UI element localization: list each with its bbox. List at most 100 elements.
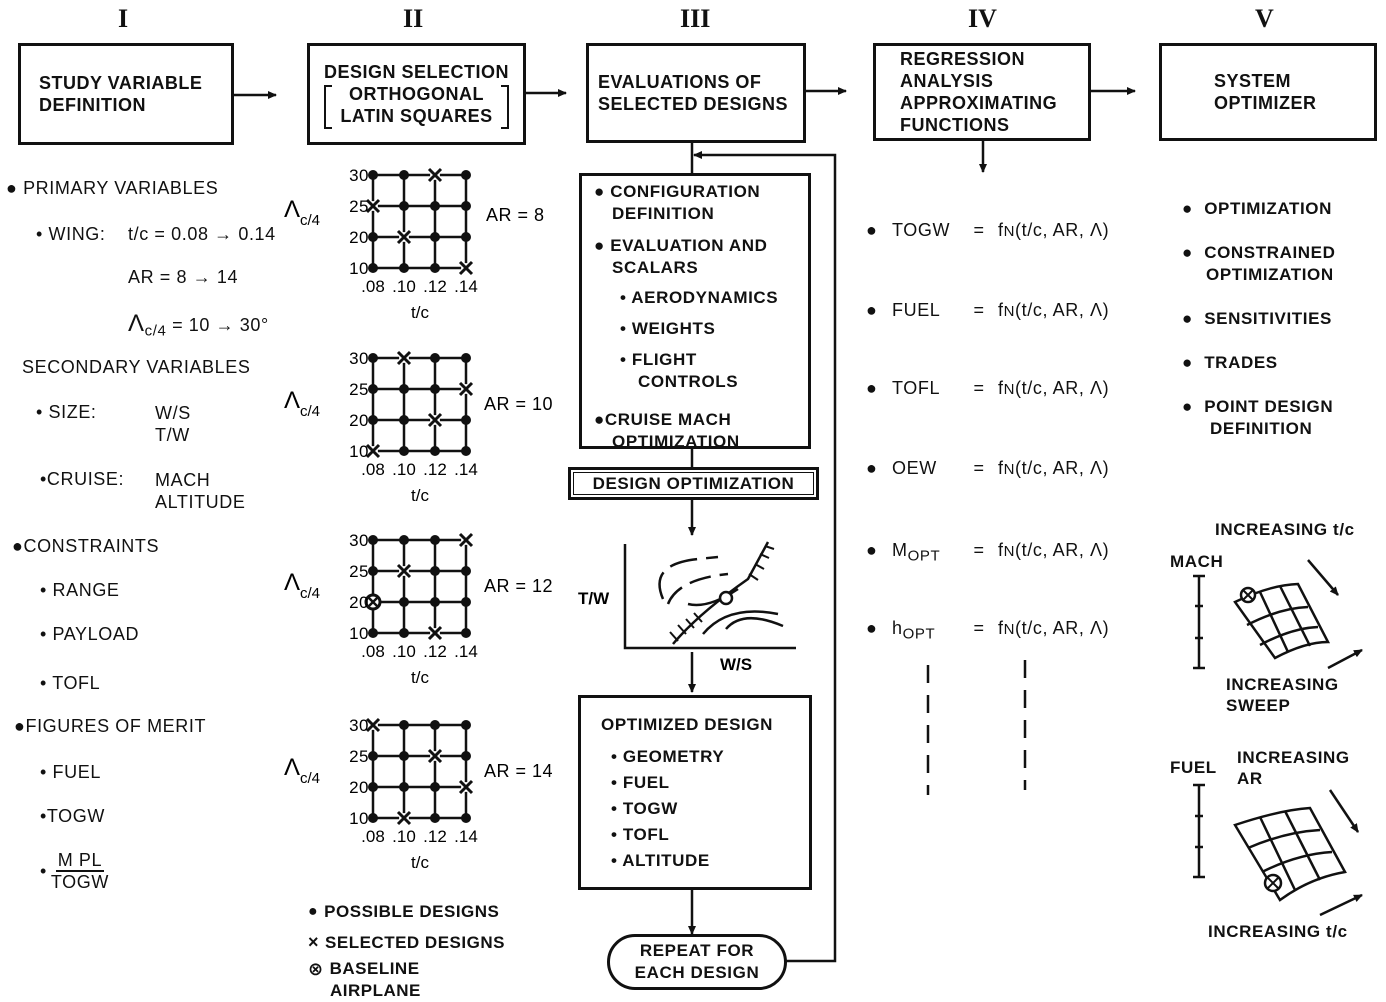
legend-label: SELECTED DESIGNS xyxy=(325,932,505,952)
column-numeral-1: I xyxy=(118,4,129,33)
selected-design-marker xyxy=(427,625,443,641)
label-line: SWEEP xyxy=(1226,696,1291,715)
fraction-numerator: M PL xyxy=(55,850,105,872)
y-axis-subscript: c/4 xyxy=(300,212,320,229)
optimizer-label: SENSITIVITIES xyxy=(1204,309,1332,328)
possible-design-dot xyxy=(430,232,440,242)
function-arguments: (t/c, AR, Λ) xyxy=(1015,300,1110,320)
possible-design-dot xyxy=(399,751,409,761)
possible-design-dot xyxy=(461,353,471,363)
eval-substep-cont: CONTROLS xyxy=(638,372,739,391)
evaluations-box: EVALUATIONS OF SELECTED DESIGNS xyxy=(586,43,806,143)
possible-design-dot xyxy=(461,628,471,638)
optimizer-item: ● POINT DESIGN xyxy=(1182,397,1334,416)
box-title-line: REGRESSION xyxy=(900,49,1026,69)
equals-sign: = xyxy=(973,300,985,320)
function-superscript: N xyxy=(1003,621,1016,638)
cruise-values: MACH ALTITUDE xyxy=(155,469,245,513)
box-title-line: DEFINITION xyxy=(39,95,146,115)
function-symbol: f xyxy=(998,378,1004,398)
fuel-axis-label: FUEL xyxy=(1170,758,1217,777)
optimized-label: TOFL xyxy=(622,825,670,844)
possible-design-dot xyxy=(461,232,471,242)
box-title-line: FUNCTIONS xyxy=(900,115,1010,135)
y-axis-label: Λ xyxy=(284,196,300,223)
response-label: M xyxy=(892,540,908,560)
possible-design-dot xyxy=(461,566,471,576)
function-symbol: f xyxy=(998,300,1004,320)
constraint-curve xyxy=(702,610,779,635)
y-tick-label: 20 xyxy=(349,228,369,247)
repeat-for-each-design: REPEAT FOR EACH DESIGN xyxy=(607,934,787,990)
possible-design-dot xyxy=(461,170,471,180)
function-symbol: f xyxy=(998,540,1004,560)
y-axis-subscript: c/4 xyxy=(300,403,320,420)
eval-label: CONFIGURATION xyxy=(610,182,761,201)
optimizer-label: TRADES xyxy=(1204,353,1278,372)
constraint-boundary xyxy=(672,541,770,645)
response-variable: hOPT xyxy=(892,618,964,643)
evaluation-steps-box: ● CONFIGURATION DEFINITION ● EVALUATION … xyxy=(579,173,811,451)
possible-design-dot xyxy=(461,446,471,456)
optimizer-label: POINT DESIGN xyxy=(1204,397,1334,416)
size-label: SIZE: xyxy=(48,402,97,422)
response-label: OEW xyxy=(892,458,937,478)
possible-design-dot xyxy=(368,170,378,180)
optimum-point xyxy=(718,590,734,606)
optimized-label: FUEL xyxy=(622,773,670,792)
response-subscript: OPT xyxy=(902,625,936,643)
selected-design-marker xyxy=(396,810,412,826)
y-tick-label: 20 xyxy=(349,778,369,797)
legend: ●POSSIBLE DESIGNS ×SELECTED DESIGNS ⊗BAS… xyxy=(308,897,505,1002)
column-numeral-5: V xyxy=(1255,4,1274,33)
dot-icon: ● xyxy=(308,903,319,920)
response-label: TOGW xyxy=(892,220,951,240)
possible-design-dot xyxy=(368,813,378,823)
y-tick-label: 25 xyxy=(349,197,369,216)
equals-sign: = xyxy=(973,618,985,638)
possible-design-dot xyxy=(430,597,440,607)
selected-design-marker xyxy=(427,412,443,428)
possible-design-dot xyxy=(461,813,471,823)
function-symbol: f xyxy=(998,220,1004,240)
figures-of-merit-heading: ●FIGURES OF MERIT xyxy=(14,716,207,736)
box-title-line: OPTIMIZER xyxy=(1214,93,1317,113)
legend-label: AIRPLANE xyxy=(330,981,421,1000)
regression-box: REGRESSION ANALYSIS APPROXIMATING FUNCTI… xyxy=(873,43,1091,141)
primary-variables-label: PRIMARY VARIABLES xyxy=(23,178,219,198)
possible-design-dot xyxy=(461,720,471,730)
y-tick-label: 20 xyxy=(349,411,369,430)
y-axis-subscript: c/4 xyxy=(300,770,320,787)
function-arguments: (t/c, AR, Λ) xyxy=(1015,618,1110,638)
primary-variables-heading: ● PRIMARY VARIABLES xyxy=(6,178,219,198)
eval-label: CRUISE MACH xyxy=(604,410,732,429)
selected-design-marker xyxy=(458,260,474,276)
box-title-line: STUDY VARIABLE xyxy=(39,73,203,93)
selected-design-marker xyxy=(427,748,443,764)
selected-design-marker xyxy=(365,198,381,214)
selected-design-marker xyxy=(458,532,474,548)
circled-cross-icon: ⊗ xyxy=(308,958,324,979)
possible-design-dot xyxy=(430,813,440,823)
y-tick-label: 30 xyxy=(349,531,369,550)
box-title-line: ANALYSIS xyxy=(900,71,994,91)
optimized-item: • GEOMETRY xyxy=(611,747,725,766)
function-symbol: f xyxy=(998,618,1004,638)
size-row: • SIZE: xyxy=(36,402,97,422)
mach-bottom-label: INCREASING SWEEP xyxy=(1226,674,1339,716)
size-values: W/S T/W xyxy=(155,402,191,446)
y-tick-label: 30 xyxy=(349,716,369,735)
mach-carpet-plot xyxy=(1193,559,1363,670)
fuel-top-label: INCREASING AR xyxy=(1237,747,1350,789)
box-title-line: SYSTEM xyxy=(1214,71,1292,91)
constraint-item: • TOFL xyxy=(40,673,101,693)
eval-label: AERODYNAMICS xyxy=(631,288,779,307)
possible-design-dot xyxy=(399,201,409,211)
legend-item-baseline: ⊗BASELINE xyxy=(308,958,505,980)
x-tick-label: .12 xyxy=(423,277,447,296)
